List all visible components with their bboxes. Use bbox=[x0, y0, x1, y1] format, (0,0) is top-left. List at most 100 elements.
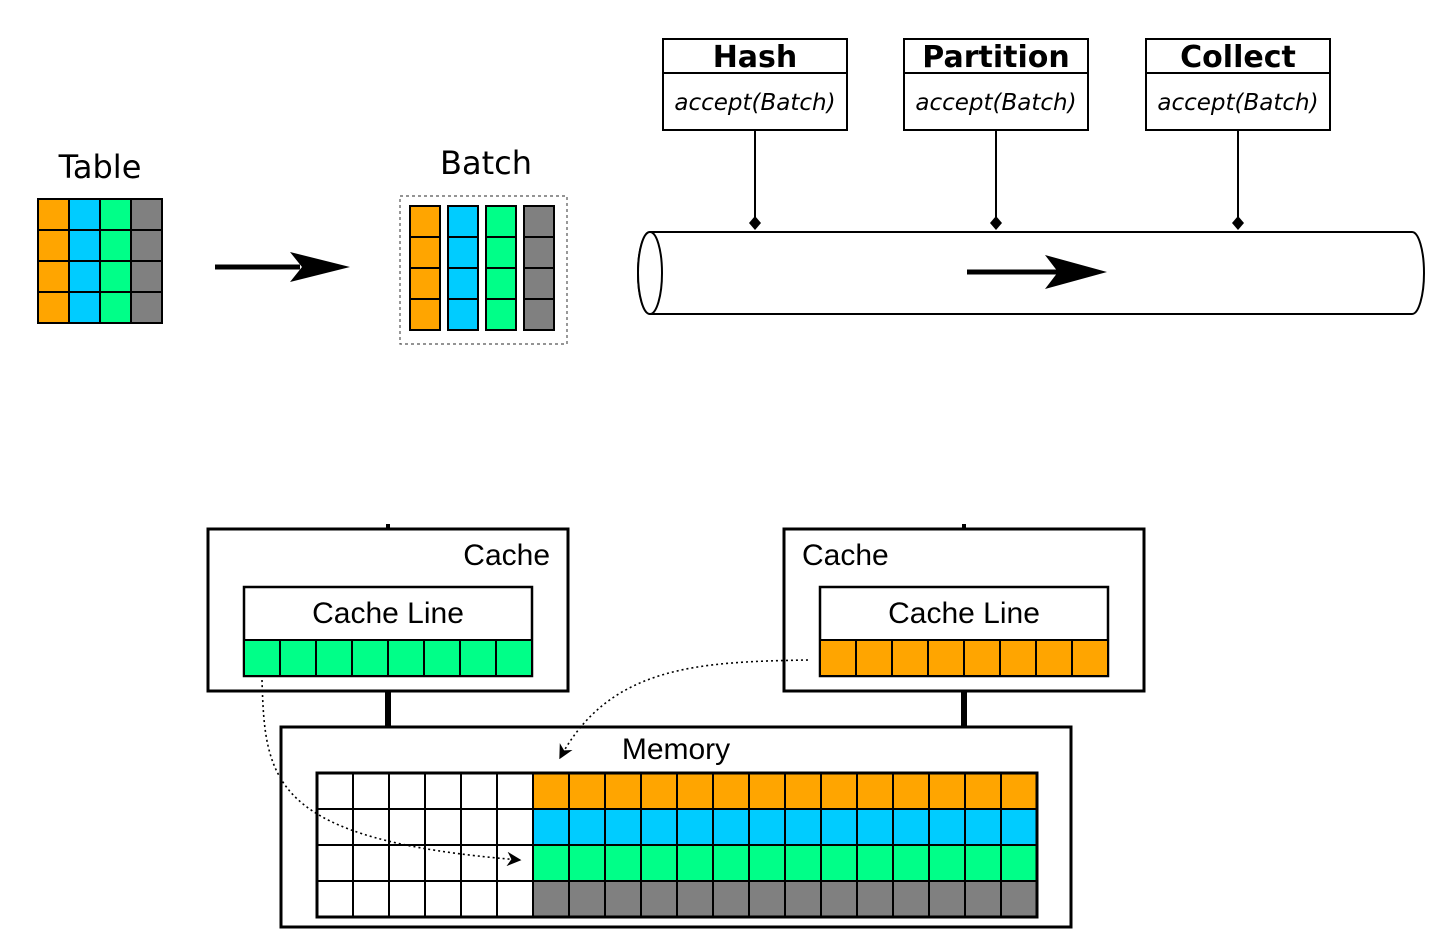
memory-cell-empty bbox=[388, 880, 426, 918]
batch-cell bbox=[447, 267, 479, 300]
batch-cell bbox=[523, 267, 555, 300]
cache-line-cell bbox=[927, 639, 965, 677]
batch-cell bbox=[485, 205, 517, 238]
diamond-connector-icon bbox=[749, 216, 761, 230]
memory-group: Memory bbox=[279, 725, 1073, 929]
memory-cell-filled bbox=[748, 772, 786, 810]
memory-cell-empty bbox=[460, 880, 498, 918]
diamond-connector-icon bbox=[1232, 216, 1244, 230]
memory-cell-filled bbox=[1000, 880, 1038, 918]
cache-line-cell bbox=[279, 639, 317, 677]
memory-cell-empty bbox=[316, 772, 354, 810]
batch-cell bbox=[523, 205, 555, 238]
operator-box bbox=[662, 38, 848, 131]
memory-cell-filled bbox=[820, 880, 858, 918]
memory-cell-filled bbox=[532, 880, 570, 918]
memory-cell-empty bbox=[460, 808, 498, 846]
table-cell bbox=[99, 291, 132, 324]
table-label: Table bbox=[58, 148, 142, 186]
memory-cell-filled bbox=[856, 808, 894, 846]
memory-cell-filled bbox=[892, 772, 930, 810]
table-cell bbox=[37, 291, 70, 324]
batch-label: Batch bbox=[440, 144, 532, 182]
operator-boxes: Hashaccept(Batch)Partitionaccept(Batch)C… bbox=[662, 38, 1331, 230]
memory-cell-empty bbox=[352, 880, 390, 918]
data-flow-arrows bbox=[261, 659, 809, 867]
batch-cell bbox=[409, 267, 441, 300]
operator-box bbox=[903, 38, 1089, 131]
memory-cell-filled bbox=[676, 772, 714, 810]
cache-line-cell bbox=[243, 639, 281, 677]
operator-name: Partition bbox=[922, 40, 1069, 75]
memory-cell-filled bbox=[784, 880, 822, 918]
memory-cell-filled bbox=[568, 772, 606, 810]
memory-cell-filled bbox=[532, 772, 570, 810]
pipe-opening bbox=[637, 231, 663, 315]
table-cell bbox=[68, 198, 101, 231]
cache-line-cell bbox=[351, 639, 389, 677]
memory-cell-empty bbox=[388, 844, 426, 882]
memory-cell-filled bbox=[604, 772, 642, 810]
memory-cell-filled bbox=[568, 844, 606, 882]
operator-method: accept(Batch) bbox=[915, 90, 1076, 116]
cache-line-cell bbox=[891, 639, 929, 677]
cache-line-cell bbox=[963, 639, 1001, 677]
memory-cell-filled bbox=[748, 808, 786, 846]
memory-cell-filled bbox=[964, 772, 1002, 810]
memory-cell-empty bbox=[496, 880, 534, 918]
table-cell bbox=[99, 229, 132, 262]
memory-cell-filled bbox=[604, 844, 642, 882]
memory-cell-empty bbox=[316, 844, 354, 882]
memory-bus bbox=[385, 691, 967, 727]
operator-name: Hash bbox=[713, 40, 798, 75]
memory-cell-filled bbox=[820, 808, 858, 846]
cache-line-label: Cache Line bbox=[888, 597, 1040, 630]
batch-cell bbox=[523, 298, 555, 331]
operator-partition: Partition accept(Batch) bbox=[903, 38, 1089, 230]
memory-cell-filled bbox=[784, 772, 822, 810]
memory-cell-filled bbox=[532, 808, 570, 846]
cache-line-cell bbox=[423, 639, 461, 677]
memory-cell-filled bbox=[892, 808, 930, 846]
memory-cell-filled bbox=[1000, 844, 1038, 882]
table-cell bbox=[130, 229, 163, 262]
memory-cell-filled bbox=[532, 844, 570, 882]
batch-cell bbox=[485, 236, 517, 269]
cache-line-cell bbox=[495, 639, 533, 677]
cache-label: Cache bbox=[802, 539, 889, 572]
memory-cell-filled bbox=[640, 880, 678, 918]
memory-cell-empty bbox=[460, 844, 498, 882]
memory-label: Memory bbox=[622, 733, 730, 766]
memory-cell-filled bbox=[676, 844, 714, 882]
memory-cell-filled bbox=[1000, 808, 1038, 846]
memory-cell-filled bbox=[892, 880, 930, 918]
memory-cell-filled bbox=[604, 880, 642, 918]
memory-cell-empty bbox=[460, 772, 498, 810]
cache-line-cell bbox=[999, 639, 1037, 677]
table-group: Table bbox=[37, 148, 163, 324]
memory-cell-filled bbox=[604, 808, 642, 846]
memory-cell-empty bbox=[424, 808, 462, 846]
memory-cell-filled bbox=[568, 808, 606, 846]
table-to-batch-arrow-icon bbox=[215, 252, 350, 282]
memory-cell-empty bbox=[352, 772, 390, 810]
memory-cell-filled bbox=[640, 808, 678, 846]
batch-cell bbox=[485, 267, 517, 300]
memory-cell-empty bbox=[496, 808, 534, 846]
operator-method: accept(Batch) bbox=[1157, 90, 1318, 116]
memory-cell-filled bbox=[964, 880, 1002, 918]
cache-line-cell bbox=[387, 639, 425, 677]
memory-cell-filled bbox=[748, 844, 786, 882]
table-cell bbox=[130, 291, 163, 324]
batch-cell bbox=[447, 298, 479, 331]
batch-cell bbox=[447, 205, 479, 238]
memory-cell-empty bbox=[424, 772, 462, 810]
memory-cell-filled bbox=[568, 880, 606, 918]
memory-cell-filled bbox=[928, 808, 966, 846]
memory-cell-empty bbox=[388, 808, 426, 846]
table-cell bbox=[130, 198, 163, 231]
